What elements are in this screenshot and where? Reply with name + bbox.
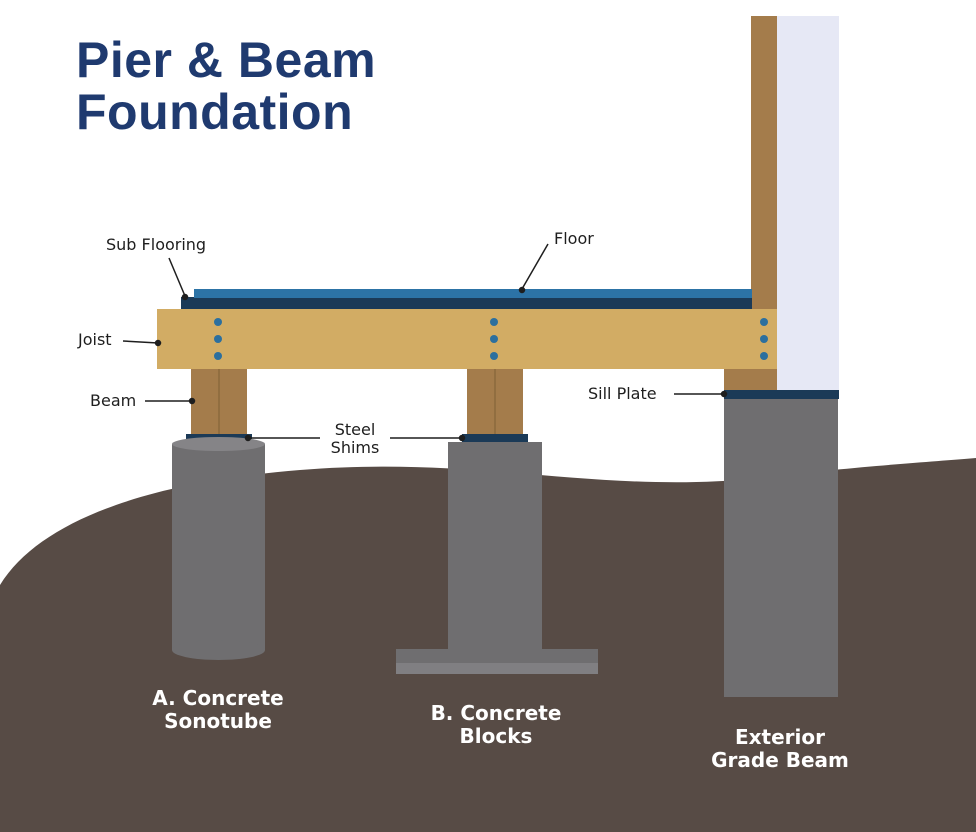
label-sub-flooring: Sub Flooring [106,235,207,254]
wall-stud [751,16,777,310]
beam-c [724,369,777,391]
floor-surface [194,289,752,298]
sill-plate [724,390,839,399]
label-joist: Joist [78,330,112,349]
title-line-1: Pier & Beam [76,32,377,88]
caption-blocks: B. Concrete Blocks [406,702,586,748]
caption-blocks-line-1: B. Concrete [430,701,562,725]
steel-shim-b [462,434,528,442]
label-steel-shims-line-1: Steel [334,420,376,439]
caption-blocks-line-2: Blocks [459,724,533,748]
caption-sonotube: A. Concrete Sonotube [128,687,308,733]
caption-sonotube-line-2: Sonotube [164,709,272,733]
label-steel-shims: Steel Shims [318,421,392,457]
caption-grade-beam-line-1: Exterior [734,725,825,749]
caption-sonotube-line-1: A. Concrete [152,686,284,710]
label-beam: Beam [90,391,137,410]
joist [157,309,777,369]
concrete-sonotube [172,437,265,660]
sub-flooring [181,297,752,309]
page-title: Pier & Beam Foundation [76,34,376,138]
label-steel-shims-line-2: Shims [330,438,380,457]
caption-grade-beam-line-2: Grade Beam [711,748,849,772]
joist-bolts [214,318,768,360]
label-sill-plate: Sill Plate [588,384,657,403]
label-floor: Floor [554,229,594,248]
concrete-blocks [396,442,598,674]
title-line-2: Foundation [76,84,354,140]
leader-lines [122,243,728,442]
exterior-wall [777,16,839,391]
caption-grade-beam: Exterior Grade Beam [690,726,870,772]
grade-beam [724,399,838,697]
